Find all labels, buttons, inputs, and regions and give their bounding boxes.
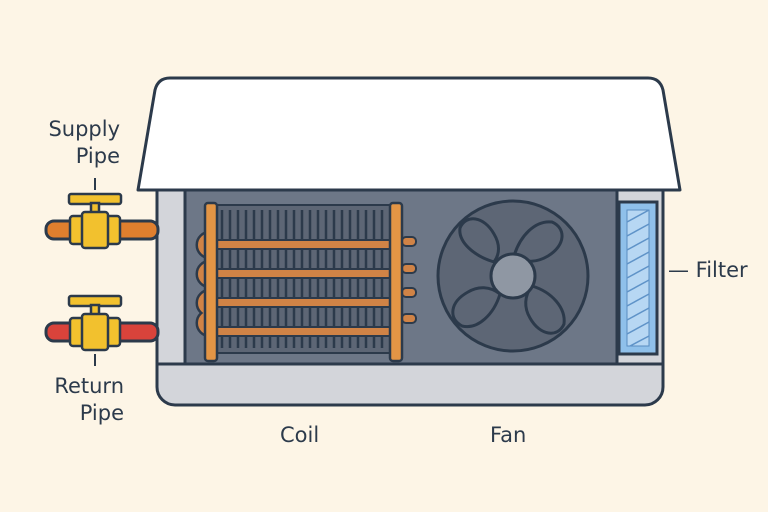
valve-icon — [67, 294, 123, 366]
unit-left-panel — [155, 180, 187, 366]
return-pipe-label-line1: Return — [54, 374, 124, 398]
filter-icon — [617, 200, 659, 356]
valve-icon — [67, 178, 123, 250]
coil-label: Coil — [280, 423, 320, 447]
supply-pipe-label: Supply Pipe — [30, 116, 120, 170]
supply-pipe-label-line1: Supply — [48, 117, 120, 141]
return-pipe-label-line2: Pipe — [79, 401, 124, 425]
filter-label: — Filter — [668, 258, 748, 282]
coil-icon — [195, 201, 417, 363]
fan-icon — [436, 199, 590, 353]
fan-label: Fan — [490, 423, 527, 447]
supply-pipe-label-line2: Pipe — [75, 144, 120, 168]
return-pipe-label: Return Pipe — [30, 373, 124, 427]
unit-roof — [136, 76, 682, 192]
